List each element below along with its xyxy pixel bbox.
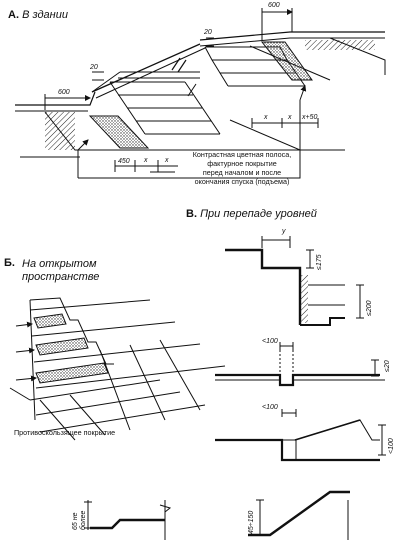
section-a-heading: А. В здании [8, 10, 68, 21]
dim-45-150: 45÷150 [248, 510, 255, 534]
dim-65b: более [80, 510, 87, 530]
dim-65: 65 не [72, 512, 79, 530]
note-line-3: перед началом и после [202, 168, 282, 177]
note-line-1: Контрастная цветная полоса, [192, 150, 292, 159]
level-drop-drawings [84, 236, 386, 540]
section-a-title: В здании [22, 9, 68, 21]
dim-left-600: 600 [58, 89, 70, 96]
section-v-heading: В. При перепаде уровней [186, 209, 317, 220]
dim-y: y [282, 228, 286, 235]
section-a-letter: А. [8, 9, 19, 21]
section-b-title: На открытом пространстве [22, 258, 100, 283]
dim-x1: x [264, 114, 268, 121]
anti-slip-label: Противоскользящее покрытие [14, 428, 116, 437]
section-b-letter: Б. [4, 257, 15, 269]
stair-open-space-drawing [9, 297, 226, 441]
dim-top-20: 20 [204, 29, 212, 36]
dim-175: ≤175 [316, 254, 323, 270]
dim-x2: x [288, 114, 292, 121]
dim-20: ≤20 [384, 360, 391, 372]
dim-mid-20: 20 [90, 64, 98, 71]
dim-lt100-c: <100 [388, 438, 395, 454]
section-v-letter: В. [186, 208, 197, 220]
dim-bx2: x [165, 157, 169, 164]
note-line-2: фактурное покрытие [207, 159, 277, 168]
note-line-4: окончания спуска (подъема) [194, 177, 290, 186]
dim-200: ≤200 [366, 300, 373, 316]
dim-b450: 450 [118, 158, 130, 165]
section-v-title: При перепаде уровней [200, 208, 317, 220]
section-b-heading: Б. [4, 258, 15, 269]
dim-lt100-a: <100 [262, 338, 278, 345]
dim-bx1: x [144, 157, 148, 164]
stair-building-drawing [15, 8, 386, 179]
dim-x3: x+50 [302, 114, 318, 121]
contrast-strip-note: Контрастная цветная полоса, фактурное по… [176, 150, 308, 186]
dim-lt100-b: <100 [262, 404, 278, 411]
dim-top-600: 600 [268, 2, 280, 9]
